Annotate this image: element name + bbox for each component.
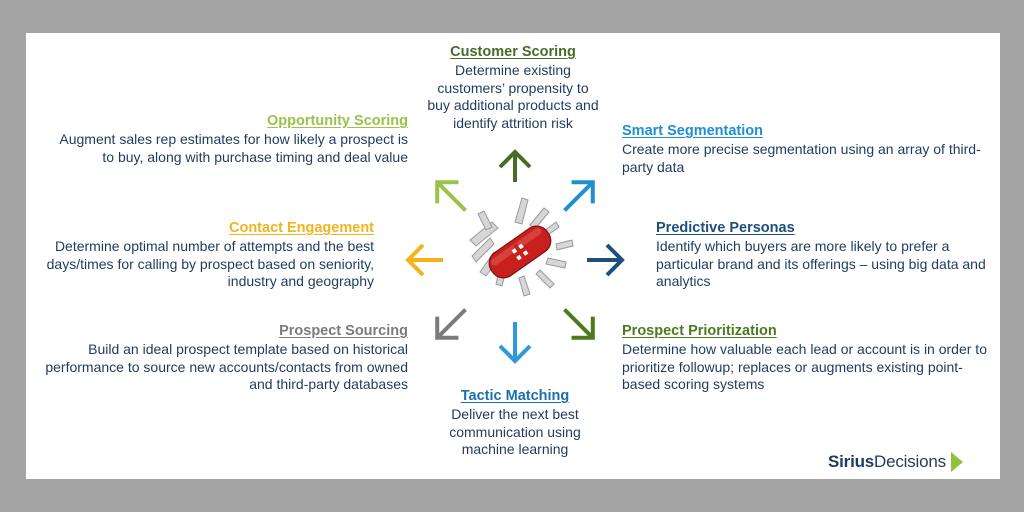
prospect-sourcing-block: Prospect Sourcing Build an ideal prospec… xyxy=(36,322,408,394)
swiss-army-knife-icon xyxy=(469,197,574,297)
arrow-down-icon xyxy=(498,322,532,364)
opportunity-scoring-block: Opportunity Scoring Augment sales rep es… xyxy=(40,112,408,166)
arrow-down-left-icon xyxy=(435,308,467,340)
siriusdecisions-logo: SiriusDecisions xyxy=(828,449,965,475)
tactic-matching-desc: Deliver the next best communication usin… xyxy=(449,406,581,457)
arrow-up-right-icon xyxy=(563,180,595,212)
prospect-prioritization-title: Prospect Prioritization xyxy=(622,323,777,339)
smart-segmentation-title: Smart Segmentation xyxy=(622,123,763,139)
smart-segmentation-block: Smart Segmentation Create more precise s… xyxy=(622,122,992,176)
tactic-matching-block: Tactic Matching Deliver the next best co… xyxy=(430,387,600,459)
logo-text-part1: Sirius xyxy=(828,452,875,471)
prospect-prioritization-desc: Determine how valuable each lead or acco… xyxy=(622,341,987,392)
prospect-sourcing-title: Prospect Sourcing xyxy=(279,323,408,339)
opportunity-scoring-desc: Augment sales rep estimates for how like… xyxy=(59,131,408,165)
arrow-up-left-icon xyxy=(435,180,467,212)
prospect-sourcing-desc: Build an ideal prospect template based o… xyxy=(45,341,408,392)
contact-engagement-block: Contact Engagement Determine optimal num… xyxy=(28,219,374,291)
contact-engagement-desc: Determine optimal number of attempts and… xyxy=(46,238,374,289)
chevron-right-icon xyxy=(950,452,963,472)
logo-text-part2: Decisions xyxy=(874,452,946,471)
customer-scoring-desc: Determine existing customers’ propensity… xyxy=(427,62,599,131)
customer-scoring-title: Customer Scoring xyxy=(450,44,576,60)
arrow-left-icon xyxy=(405,243,443,277)
customer-scoring-block: Customer Scoring Determine existing cust… xyxy=(418,43,608,132)
arrow-up-icon xyxy=(498,149,532,182)
prospect-prioritization-block: Prospect Prioritization Determine how va… xyxy=(622,322,992,394)
predictive-personas-block: Predictive Personas Identify which buyer… xyxy=(656,219,996,291)
opportunity-scoring-title: Opportunity Scoring xyxy=(267,113,408,129)
contact-engagement-title: Contact Engagement xyxy=(228,220,374,236)
predictive-personas-desc: Identify which buyers are more likely to… xyxy=(656,238,986,289)
logo-text: SiriusDecisions xyxy=(828,452,946,472)
smart-segmentation-desc: Create more precise segmentation using a… xyxy=(622,141,981,175)
predictive-personas-title: Predictive Personas xyxy=(656,220,795,236)
tactic-matching-title: Tactic Matching xyxy=(460,388,570,404)
arrow-down-right-icon xyxy=(563,308,595,340)
arrow-right-icon xyxy=(587,243,625,277)
